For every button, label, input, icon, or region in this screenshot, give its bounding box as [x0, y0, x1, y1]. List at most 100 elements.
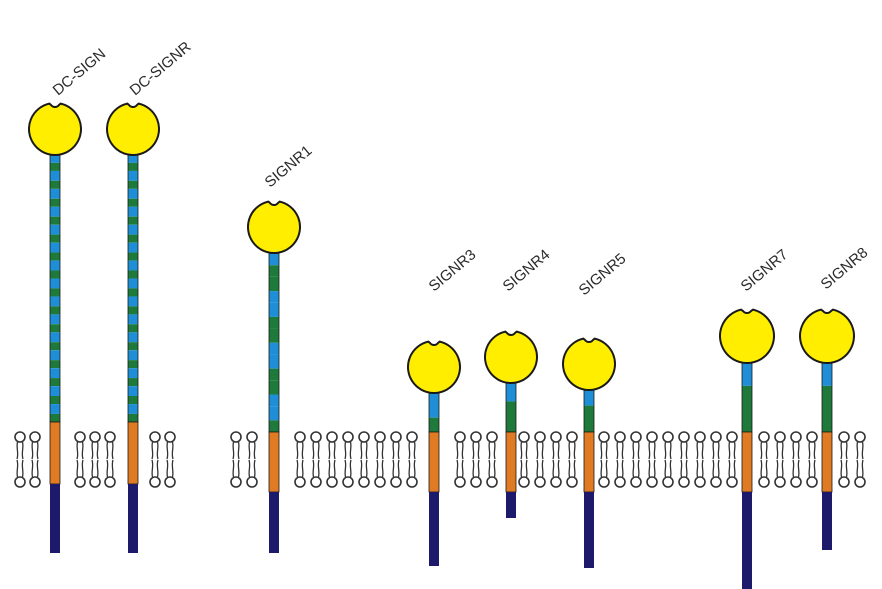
lipid-tail-top [313, 442, 319, 459]
lipid-tail-top [361, 442, 367, 459]
lipid-molecule [375, 432, 385, 487]
neck-segment [822, 361, 832, 386]
neck-segment [128, 199, 138, 207]
lipid-molecule [30, 432, 40, 487]
lipid-tail-top [393, 442, 399, 459]
lipid-tail-top [107, 442, 113, 459]
lipid-tail-bottom [857, 460, 863, 477]
neck-segment [50, 288, 60, 296]
label-signr7: SIGNR7 [738, 246, 792, 295]
lipid-molecule [359, 432, 369, 487]
lipid-molecule [791, 432, 801, 487]
carbohydrate-recognition-domain [800, 310, 854, 363]
lipid-tail-top [489, 442, 495, 459]
neck-segment [50, 414, 60, 422]
lipid-head-bottom [567, 477, 577, 487]
lipid-head-bottom [663, 477, 673, 487]
lipid-molecule [295, 432, 305, 487]
neck-segment [269, 380, 279, 394]
lipid-tail-top [409, 442, 415, 459]
neck-segment [269, 329, 279, 343]
carbohydrate-recognition-domain [720, 310, 774, 363]
neck-segment [269, 406, 279, 420]
label-signr4: SIGNR4 [500, 246, 554, 295]
neck-segment [128, 217, 138, 225]
cytoplasmic-tail [506, 492, 516, 518]
lipid-tail-bottom [152, 460, 158, 477]
lipid-head-top [631, 432, 641, 442]
lipid-head-bottom [150, 477, 160, 487]
cytoplasmic-tail [822, 492, 832, 550]
lipid-head-bottom [487, 477, 497, 487]
lipid-head-bottom [471, 477, 481, 487]
neck-segment [506, 401, 516, 432]
lipid-head-bottom [231, 477, 241, 487]
lipid-head-top [759, 432, 769, 442]
lipid-tail-top [697, 442, 703, 459]
neck-segment [128, 360, 138, 368]
neck-segment [128, 306, 138, 314]
lipid-head-bottom [695, 477, 705, 487]
lipid-tail-bottom [249, 460, 255, 477]
lipid-head-bottom [679, 477, 689, 487]
lipid-head-top [695, 432, 705, 442]
neck-segment [128, 207, 138, 217]
lipid-head-bottom [295, 477, 305, 487]
lipid-molecule [759, 432, 769, 487]
lipid-tail-bottom [617, 460, 623, 477]
neck-segment [128, 235, 138, 243]
lipid-molecule [567, 432, 577, 487]
lipid-head-top [839, 432, 849, 442]
neck-segment [269, 354, 279, 368]
neck-segment [128, 414, 138, 422]
cytoplasmic-tail [584, 492, 594, 568]
transmembrane-domain [506, 432, 516, 492]
transmembrane-domain [128, 422, 138, 484]
lipid-head-bottom [759, 477, 769, 487]
neck-segment [584, 406, 594, 432]
neck-segment [506, 381, 516, 401]
lipid-molecule [455, 432, 465, 487]
lipid-tail-top [761, 442, 767, 459]
neck-segment [269, 317, 279, 329]
neck-segment [50, 171, 60, 181]
neck-segment [128, 332, 138, 342]
lipid-head-top [567, 432, 577, 442]
neck-segment [50, 163, 60, 171]
neck-segment [128, 243, 138, 253]
lipid-molecule [535, 432, 545, 487]
lipid-molecule [391, 432, 401, 487]
neck-segment [50, 235, 60, 243]
lipid-head-top [807, 432, 817, 442]
neck-segment [50, 207, 60, 217]
cytoplasmic-tail [50, 484, 60, 553]
neck-segment [128, 225, 138, 235]
neck-segment [128, 181, 138, 189]
lipid-tail-bottom [167, 460, 173, 477]
lipid-tail-top [729, 442, 735, 459]
lipid-tail-bottom [297, 460, 303, 477]
transmembrane-domain [269, 432, 279, 492]
neck-segment [50, 324, 60, 332]
neck-segment [50, 314, 60, 324]
lipid-head-bottom [535, 477, 545, 487]
lipid-molecule [855, 432, 865, 487]
neck-segment [128, 368, 138, 378]
neck-segment [50, 296, 60, 306]
neck-segment [50, 243, 60, 253]
lipid-tail-bottom [345, 460, 351, 477]
lipid-tail-bottom [329, 460, 335, 477]
lipid-tail-top [537, 442, 543, 459]
lipid-molecule [150, 432, 160, 487]
cytoplasmic-tail [742, 492, 752, 589]
neck-segment [50, 386, 60, 396]
lipid-head-top [327, 432, 337, 442]
lipid-molecule [711, 432, 721, 487]
lipid-molecule [599, 432, 609, 487]
carbohydrate-recognition-domain [248, 202, 300, 253]
receptor-signr1 [248, 202, 300, 553]
neck-segment [128, 378, 138, 386]
lipid-tail-bottom [313, 460, 319, 477]
receptor-labels: DC-SIGN DC-SIGNR SIGNR1 SIGNR3 SIGNR4 SI… [50, 38, 872, 299]
lipid-tail-bottom [841, 460, 847, 477]
